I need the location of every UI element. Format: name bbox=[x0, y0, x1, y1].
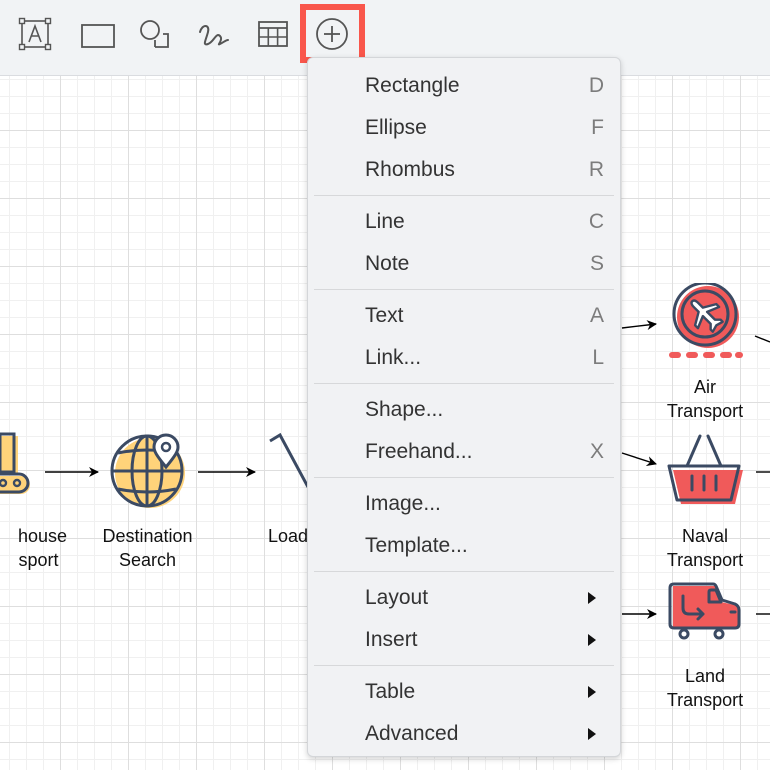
freehand-icon bbox=[199, 25, 229, 46]
node-air-label: Air Transport bbox=[666, 377, 744, 421]
conveyor-icon bbox=[0, 432, 30, 494]
menu-item-text[interactable]: Text A bbox=[365, 304, 604, 327]
node-warehouse-label: house sport bbox=[17, 526, 68, 570]
menu-item-rhombus[interactable]: Rhombus R bbox=[365, 158, 604, 181]
menu-separator bbox=[314, 477, 614, 478]
insert-tool-button[interactable] bbox=[312, 14, 352, 54]
menu-item-image[interactable]: Image... bbox=[365, 492, 441, 515]
shortcut-label: X bbox=[589, 440, 604, 463]
menu-item-rectangle[interactable]: Rectangle D bbox=[365, 74, 604, 97]
node-warehouse[interactable] bbox=[0, 430, 40, 505]
node-naval-transport[interactable] bbox=[667, 432, 745, 508]
submenu-arrow-icon bbox=[588, 592, 596, 604]
menu-item-advanced[interactable]: Advanced bbox=[308, 713, 620, 755]
insert-menu: Rectangle D Ellipse F Rhombus R Line C N… bbox=[307, 57, 621, 757]
menu-item-line[interactable]: Line C bbox=[365, 210, 604, 233]
shortcut-label: A bbox=[589, 304, 604, 327]
rectangle-icon bbox=[81, 24, 115, 48]
menu-item-shape[interactable]: Shape... bbox=[365, 398, 444, 421]
menu-item-freehand[interactable]: Freehand... X bbox=[365, 440, 604, 463]
node-destination-search[interactable] bbox=[110, 433, 186, 509]
basket-icon bbox=[667, 434, 743, 504]
freehand-tool-button[interactable] bbox=[194, 14, 234, 54]
shapes-icon bbox=[140, 20, 169, 48]
menu-item-link[interactable]: Link... L bbox=[365, 346, 604, 369]
edge-to-naval bbox=[621, 452, 657, 466]
shortcut-label: D bbox=[588, 74, 604, 97]
insert-tool-highlight bbox=[300, 4, 365, 63]
menu-separator bbox=[314, 195, 614, 196]
table-tool-button[interactable] bbox=[253, 14, 293, 54]
loading-icon bbox=[269, 432, 310, 488]
rectangle-tool-button[interactable] bbox=[78, 14, 118, 54]
menu-item-layout[interactable]: Layout bbox=[308, 577, 620, 619]
shapes-tool-button[interactable] bbox=[135, 14, 175, 54]
node-air-transport[interactable] bbox=[667, 281, 747, 363]
diagram-edges bbox=[45, 320, 770, 619]
truck-icon bbox=[668, 582, 741, 640]
table-icon bbox=[258, 21, 288, 47]
airplane-icon bbox=[669, 281, 743, 358]
shortcut-label: F bbox=[591, 116, 604, 139]
shortcut-label: C bbox=[588, 210, 604, 233]
edge-from-air bbox=[754, 335, 770, 343]
menu-item-ellipse[interactable]: Ellipse F bbox=[365, 116, 604, 139]
node-loading[interactable] bbox=[268, 431, 310, 511]
menu-separator bbox=[314, 665, 614, 666]
edge-to-air bbox=[621, 320, 657, 331]
node-naval-label: Naval Transport bbox=[666, 526, 744, 570]
shortcut-label: L bbox=[592, 346, 604, 369]
submenu-arrow-icon bbox=[588, 686, 596, 698]
submenu-arrow-icon bbox=[588, 728, 596, 740]
menu-item-table[interactable]: Table bbox=[308, 671, 620, 713]
menu-item-template[interactable]: Template... bbox=[365, 534, 468, 557]
node-land-transport[interactable] bbox=[667, 582, 745, 644]
node-land-label: Land Transport bbox=[666, 666, 744, 710]
node-loading-label: Load bbox=[268, 526, 308, 546]
menu-separator bbox=[314, 571, 614, 572]
plus-circle-icon bbox=[316, 18, 348, 50]
menu-item-insert[interactable]: Insert bbox=[308, 619, 620, 661]
text-tool-button[interactable] bbox=[15, 14, 55, 54]
menu-separator bbox=[314, 289, 614, 290]
menu-separator bbox=[314, 383, 614, 384]
node-destination-label: Destination Search bbox=[102, 526, 193, 570]
text-box-icon bbox=[18, 17, 52, 51]
shortcut-label: S bbox=[589, 252, 604, 275]
shortcut-label: R bbox=[588, 158, 604, 181]
globe-pin-icon bbox=[110, 433, 185, 508]
submenu-arrow-icon bbox=[588, 634, 596, 646]
menu-item-note[interactable]: Note S bbox=[365, 252, 604, 275]
